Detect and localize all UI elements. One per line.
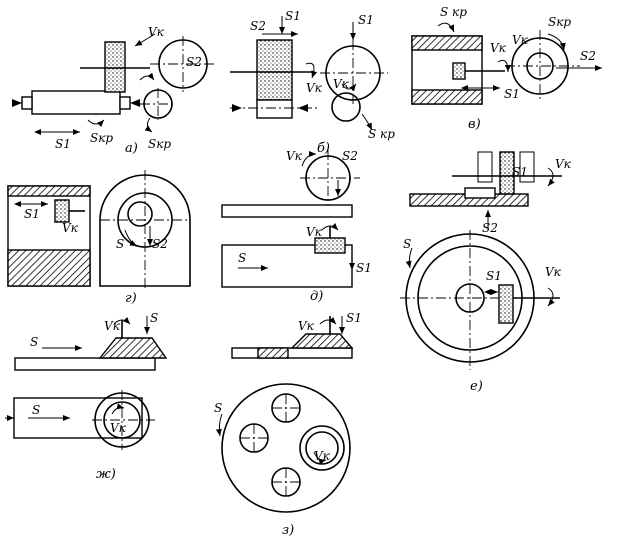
label-s1-top: S1 xyxy=(285,9,301,23)
label-s2: S2 xyxy=(342,149,358,163)
panel-caption: ж) xyxy=(96,467,116,482)
label-skp: S кр xyxy=(368,127,395,141)
label-vk-top: Vк xyxy=(555,157,572,171)
label-vk: Vк xyxy=(62,221,79,235)
label-s: S xyxy=(116,237,124,251)
label-s: S xyxy=(403,237,411,251)
label-s: S xyxy=(238,251,246,265)
label-vk: Vк xyxy=(148,25,165,39)
panel-caption: з) xyxy=(282,523,294,538)
panel-z: Vк S1 S Vк з) xyxy=(214,311,362,538)
panel-b: S2 S1 S1 Vк Vк S кр б) xyxy=(230,9,395,156)
label-vk-right: Vк xyxy=(512,33,529,47)
label-s1: S1 xyxy=(346,311,362,325)
label-vk-top: Vк xyxy=(286,149,303,163)
label-s-bottom: S xyxy=(32,403,40,417)
label-vk: Vк xyxy=(490,41,507,55)
label-s2: S2 xyxy=(580,49,596,63)
label-s1: S1 xyxy=(24,207,40,221)
label-vk: Vк xyxy=(306,81,323,95)
panel-caption: д) xyxy=(310,289,323,304)
panel-v: S кр Vк S1 Vк Sкр S2 в) xyxy=(411,5,602,132)
label-s2: S2 xyxy=(482,221,498,235)
label-s1: S1 xyxy=(504,87,520,101)
label-s1: S1 xyxy=(486,269,502,283)
label-vk-mid: Vк xyxy=(306,225,323,239)
panel-caption: г) xyxy=(125,291,137,306)
label-vk-wheel: Vк xyxy=(333,77,350,91)
label-skp-top: Sкр xyxy=(90,131,113,145)
label-vk-bottom: Vк xyxy=(110,421,127,435)
panel-caption: б) xyxy=(317,141,330,156)
label-s-down: S xyxy=(150,311,158,325)
label-s: S xyxy=(214,401,222,415)
panel-zh: Vк S S S Vк ж) xyxy=(5,311,168,482)
panel-g: S1 Vк S S2 г) xyxy=(7,170,191,306)
label-s-left: S xyxy=(30,335,38,349)
label-s1: S1 xyxy=(55,137,71,151)
label-vk: Vк xyxy=(314,449,331,463)
panel-a: Vк S2 S1 Sкр Sкр а) xyxy=(12,25,215,156)
label-s1-right: S1 xyxy=(358,13,374,27)
label-skp-right: Sкр xyxy=(548,15,571,29)
label-s2: S2 xyxy=(152,237,168,251)
panel-caption: в) xyxy=(468,117,481,132)
label-s1-top: S1 xyxy=(512,165,528,179)
label-skp-bottom: Sкр xyxy=(148,137,171,151)
label-skp-left: S кр xyxy=(440,5,467,19)
label-vk-top: Vк xyxy=(104,319,121,333)
panel-caption: а) xyxy=(125,141,138,156)
panel-caption: е) xyxy=(470,379,483,394)
label-s2: S2 xyxy=(186,55,202,69)
panel-e: Vк S1 S2 S S1 Vк е) xyxy=(400,151,572,394)
label-s1: S1 xyxy=(356,261,372,275)
label-vk-top: Vк xyxy=(298,319,315,333)
label-vk: Vк xyxy=(545,265,562,279)
label-s2: S2 xyxy=(250,19,266,33)
panel-d: Vк S2 Vк S S1 д) xyxy=(221,149,372,304)
